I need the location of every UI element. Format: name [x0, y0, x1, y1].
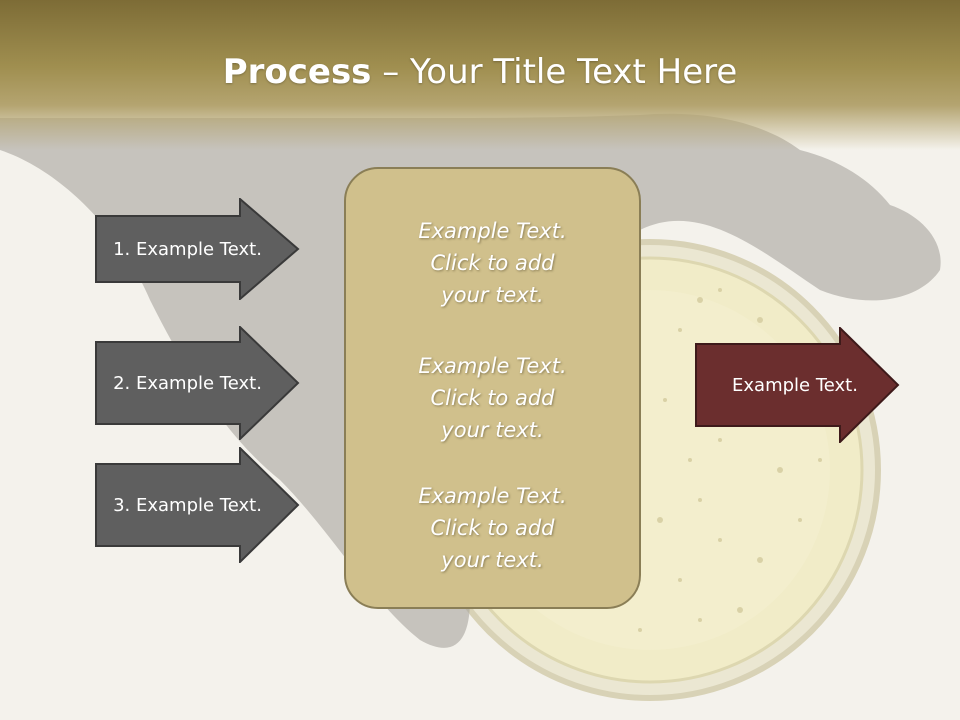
paragraph-line: Click to add [430, 386, 555, 410]
paragraph-line: your text. [441, 283, 544, 307]
paragraph-line: Example Text. [418, 484, 567, 508]
title-rest-part: – Your Title Text Here [371, 52, 738, 92]
arrow-shape [695, 327, 900, 443]
step-arrow-3[interactable]: 3. Example Text. [95, 447, 300, 563]
result-arrow-label: Example Text. [732, 374, 858, 396]
center-paragraph-2: Example Text. Click to add your text. [346, 350, 639, 446]
paragraph-line: your text. [441, 548, 544, 572]
step-arrow-label: 1. Example Text. [113, 238, 262, 260]
step-arrow-1[interactable]: 1. Example Text. [95, 198, 300, 300]
paragraph-line: Example Text. [418, 219, 567, 243]
paragraph-line: Example Text. [418, 354, 567, 378]
center-text-box[interactable]: Example Text. Click to add your text. Ex… [344, 167, 641, 609]
step-arrow-label: 2. Example Text. [113, 372, 262, 394]
arrow-shape [95, 198, 300, 300]
title-bold-part: Process [222, 52, 372, 92]
arrow-shape [95, 326, 300, 440]
paragraph-line: your text. [441, 418, 544, 442]
result-arrow[interactable]: Example Text. [695, 327, 900, 443]
center-paragraph-3: Example Text. Click to add your text. [346, 480, 639, 576]
paragraph-line: Click to add [430, 516, 555, 540]
arrow-shape [95, 447, 300, 563]
step-arrow-label: 3. Example Text. [113, 494, 262, 516]
page-title: Process – Your Title Text Here [0, 52, 960, 92]
center-paragraph-1: Example Text. Click to add your text. [346, 215, 639, 311]
paragraph-line: Click to add [430, 251, 555, 275]
title-banner [0, 0, 960, 150]
step-arrow-2[interactable]: 2. Example Text. [95, 326, 300, 440]
